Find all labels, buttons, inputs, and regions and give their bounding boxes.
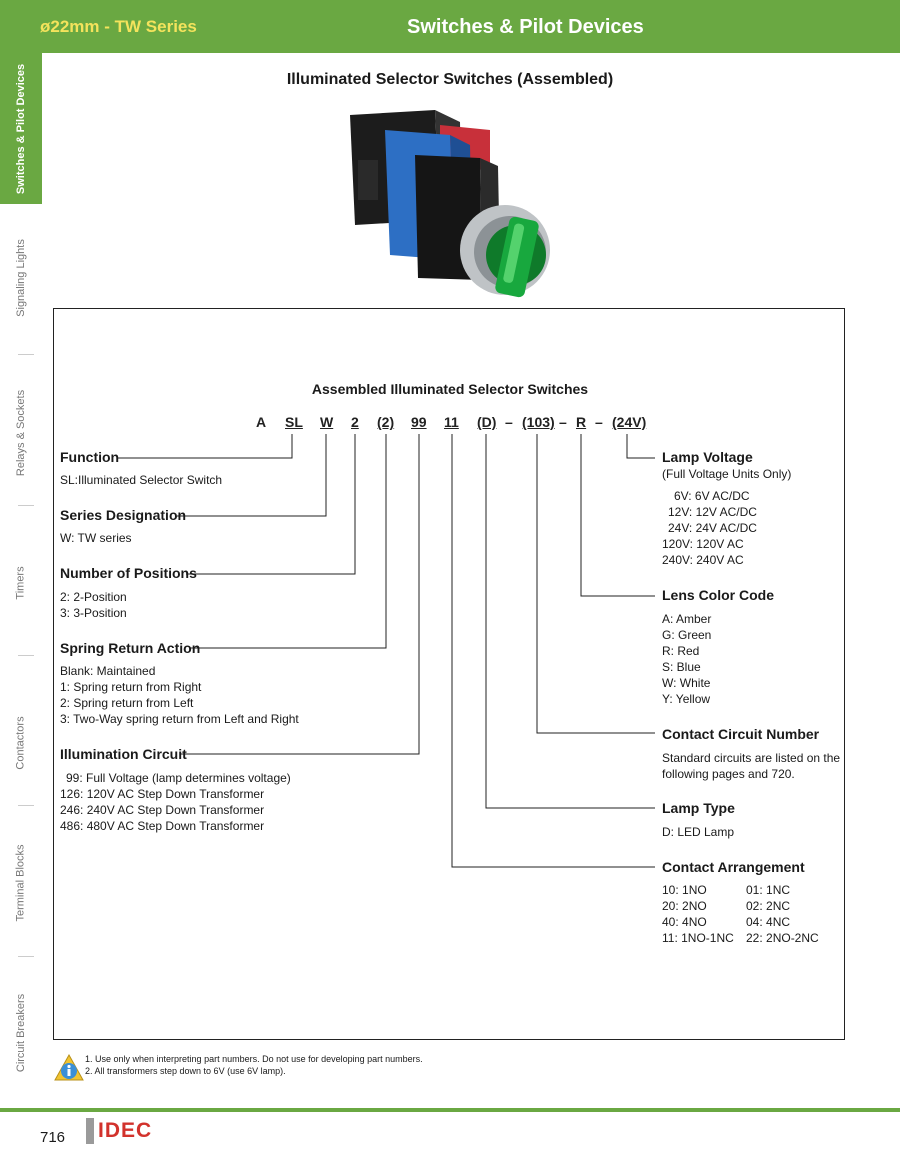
page-title: Illuminated Selector Switches (Assembled… — [286, 71, 614, 88]
product-image — [350, 110, 550, 298]
illumination-values: 99: Full Voltage (lamp determines voltag… — [60, 771, 291, 833]
lamp-voltage-list: 6V: 6V AC/DC 12V: 12V AC/DC 24V: 24V AC/… — [662, 489, 757, 567]
page-header: ø22mm - TW Series Switches & Pilot Devic… — [0, 0, 900, 53]
function-values: SL:Illuminated Selector Switch — [60, 473, 223, 487]
sidebar-divider — [18, 354, 34, 355]
pn-illumination: 99 — [411, 414, 427, 430]
pn-lamp-voltage: (24V) — [612, 414, 647, 430]
logo-mark — [86, 1118, 94, 1144]
page-number: 716 — [40, 1129, 66, 1146]
series-designation-label: Series Designation — [60, 507, 187, 523]
contact-circuit-label: Contact Circuit Number — [662, 726, 820, 742]
pn-dash: – — [559, 414, 567, 430]
lens-color-values: A: Amber G: Green R: Red S: Blue W: Whit… — [662, 612, 712, 706]
lamp-type-label: Lamp Type — [662, 800, 735, 816]
lamp-type-values: D: LED Lamp — [662, 825, 735, 839]
footnotes: 1. Use only when interpreting part numbe… — [85, 1054, 423, 1076]
series-designation-values: W: TW series — [60, 531, 132, 545]
illumination-label: Illumination Circuit — [60, 746, 187, 762]
sidebar-divider — [18, 655, 34, 656]
pn-positions: 2 — [351, 414, 359, 430]
diagram-title: Assembled Illuminated Selector Switches — [311, 381, 589, 397]
idec-logo: IDEC — [86, 1118, 152, 1144]
pn-spring: (2) — [377, 414, 395, 430]
sidebar-divider — [18, 805, 34, 806]
pn-lamp-type: (D) — [477, 414, 497, 430]
footer-rule — [0, 1108, 900, 1112]
function-label: Function — [60, 449, 120, 465]
pn-dash: – — [595, 414, 603, 430]
contact-arrangement-col2: 01: 1NC 02: 2NC 04: 4NC 22: 2NO-2NC — [746, 883, 819, 945]
pn-contact-arrangement: 11 — [444, 414, 459, 430]
section-title: Switches & Pilot Devices — [407, 16, 644, 38]
spring-return-label: Spring Return Action — [60, 640, 201, 656]
pn-function: SL — [285, 414, 303, 430]
positions-values: 2: 2-Position 3: 3-Position — [60, 590, 127, 620]
pn-lens: R — [576, 414, 587, 430]
pn-contact-circuit: (103) — [522, 414, 555, 430]
pn-series: W — [320, 414, 334, 430]
spring-return-values: Blank: Maintained 1: Spring return from … — [60, 664, 299, 726]
sidebar: Switches & Pilot Devices Signaling Light… — [0, 53, 42, 1100]
pn-prefix: A — [256, 414, 267, 430]
info-icon — [54, 1054, 84, 1081]
lamp-voltage-note: (Full Voltage Units Only) — [662, 467, 792, 481]
contact-circuit-values: Standard circuits are listed on the foll… — [662, 751, 841, 781]
sidebar-divider — [18, 956, 34, 957]
positions-label: Number of Positions — [60, 565, 197, 581]
pn-dash: – — [505, 414, 513, 430]
lens-color-label: Lens Color Code — [662, 587, 775, 603]
lamp-voltage-label: Lamp Voltage — [662, 449, 753, 465]
sidebar-item-switches[interactable]: Switches & Pilot Devices — [0, 53, 42, 204]
contact-arrangement-label: Contact Arrangement — [662, 859, 805, 875]
series-label: ø22mm - TW Series — [40, 17, 197, 36]
sidebar-divider — [18, 505, 34, 506]
part-number-diagram — [53, 308, 845, 1040]
contact-arrangement-col1: 10: 1NO 20: 2NO 40: 4NO 11: 1NO-1NC — [662, 883, 734, 945]
